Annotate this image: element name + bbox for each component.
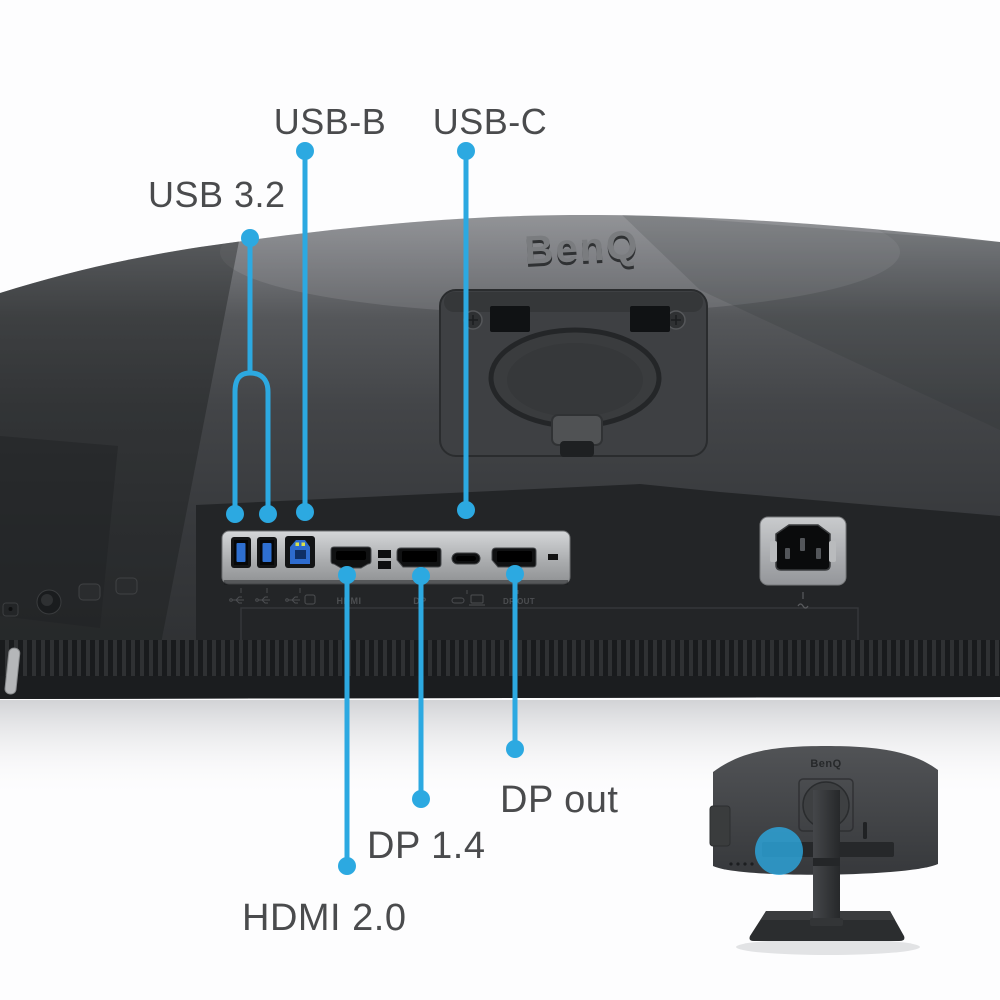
stand-release-latch bbox=[551, 414, 603, 446]
usb-c-port-dot bbox=[457, 501, 475, 519]
label-usb-32: USB 3.2 bbox=[148, 174, 286, 215]
dp14-port-dot bbox=[412, 567, 430, 585]
inset-lock-slot bbox=[863, 822, 867, 839]
inset-side-panel bbox=[709, 805, 731, 847]
inset-buttons bbox=[729, 862, 754, 866]
vesa-slot-left bbox=[490, 306, 530, 332]
stand-mount-circle-inner bbox=[507, 343, 643, 417]
usb-a2-port-dot bbox=[259, 505, 277, 523]
usb-c-port bbox=[451, 552, 481, 565]
dp14-label-dot bbox=[412, 790, 430, 808]
inset-highlight-circle bbox=[755, 827, 803, 875]
hdmi-port bbox=[330, 546, 372, 569]
dp-out-port bbox=[491, 547, 537, 568]
usb-b-port-dot bbox=[296, 503, 314, 521]
bottom-bezel bbox=[0, 676, 1000, 699]
body-right-shade bbox=[620, 214, 1000, 430]
lock-slot bbox=[548, 554, 558, 560]
usb32-callout-fork bbox=[232, 370, 271, 513]
usb-c-laptop-icon bbox=[451, 594, 485, 606]
hdmi-port-dot bbox=[338, 566, 356, 584]
usb-b-port bbox=[285, 536, 315, 568]
usb-b-label-dot bbox=[296, 142, 314, 160]
inlet-clip-left bbox=[770, 541, 777, 562]
service-slots bbox=[378, 550, 391, 569]
hdmi-label-dot bbox=[338, 857, 356, 875]
inset-column-foot bbox=[810, 918, 843, 926]
port-strip bbox=[221, 530, 571, 585]
dpout-port-dot bbox=[506, 565, 524, 583]
bottom-vents bbox=[0, 640, 1000, 699]
inlet-pins bbox=[785, 538, 821, 559]
osd-controls bbox=[2, 577, 138, 617]
stand-release-latch-tab bbox=[560, 441, 594, 457]
callout-dots bbox=[226, 142, 524, 875]
usb32-label-dot bbox=[241, 229, 259, 247]
label-usb-b: USB-B bbox=[273, 101, 387, 142]
power-button-dot bbox=[8, 607, 13, 611]
inset-stand-column bbox=[813, 790, 840, 922]
dp-in-port bbox=[396, 547, 442, 568]
osd-button-1 bbox=[78, 583, 101, 601]
inset-benq-logo: BenQ bbox=[810, 758, 841, 770]
usb-c-label-dot bbox=[457, 142, 475, 160]
dp-out-print: DP OUT bbox=[503, 597, 535, 606]
usb-a-port-1 bbox=[231, 537, 251, 568]
inlet-clip-right bbox=[829, 541, 836, 562]
inset-rear-view: BenQ bbox=[709, 746, 938, 955]
monitor-rear-photo: BenQ BenQ bbox=[0, 214, 1000, 699]
usb-a-port-2 bbox=[257, 537, 277, 568]
joystick-knob bbox=[41, 594, 53, 606]
power-print-icon bbox=[797, 592, 809, 609]
label-usb-c: USB-C bbox=[432, 101, 548, 142]
dpout-label-dot bbox=[506, 740, 524, 758]
benq-logo-emboss: BenQ BenQ bbox=[523, 223, 640, 276]
vesa-mount-recess bbox=[439, 289, 708, 457]
vesa-screw-right bbox=[666, 310, 686, 330]
label-dp-14: DP 1.4 bbox=[367, 825, 486, 867]
callout-lines bbox=[232, 155, 518, 863]
label-hdmi-20: HDMI 2.0 bbox=[242, 897, 407, 939]
vesa-slot-right bbox=[630, 306, 670, 332]
osd-button-2 bbox=[115, 577, 138, 595]
inset-column-joint bbox=[813, 858, 840, 866]
usb-a1-port-dot bbox=[226, 505, 244, 523]
cable-clip-pin bbox=[4, 647, 21, 695]
ac-power-inlet bbox=[759, 516, 847, 609]
label-dp-out: DP out bbox=[500, 779, 619, 821]
benq-logo: BenQ bbox=[523, 223, 640, 273]
inset-shadow bbox=[736, 939, 920, 955]
benq-logo-shadow: BenQ bbox=[524, 226, 641, 276]
pc-icon bbox=[304, 594, 316, 605]
usb-trident-icons bbox=[229, 594, 316, 605]
left-rear-panel bbox=[0, 436, 118, 628]
